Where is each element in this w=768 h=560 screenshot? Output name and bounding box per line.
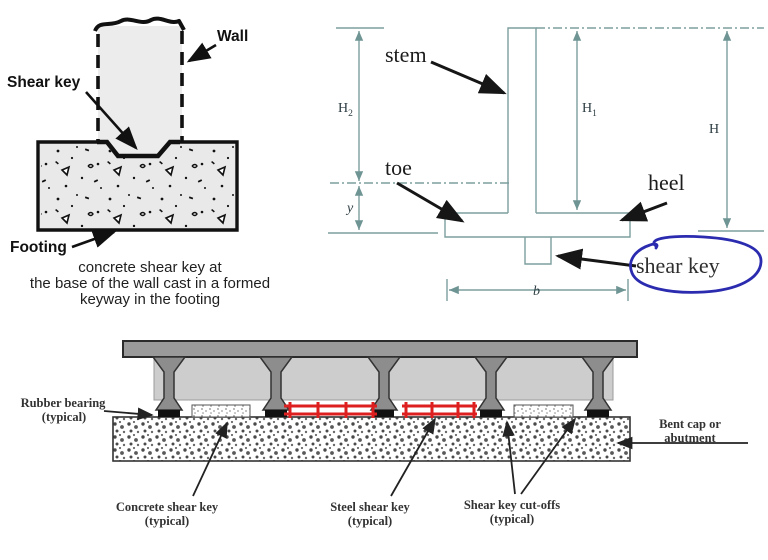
retaining-wall-diagram: H2 H1 H y b stem toe heel shear key: [328, 27, 764, 301]
shear-key-label: Shear key: [7, 74, 81, 91]
bearing-pad-3: [372, 410, 394, 417]
retaining-wall-linework: [328, 27, 764, 301]
shear-key-highlight-circle: [629, 235, 763, 294]
bent-cap-label-2: abutment: [664, 431, 716, 445]
girder-5: [580, 356, 616, 411]
steel-shear-key-label: Steel shear key: [330, 500, 410, 514]
girder-4: [473, 356, 509, 411]
shear-key-notch: [97, 139, 180, 159]
bent-cap: [112, 416, 631, 462]
footing-arrow: [71, 230, 117, 249]
heel-label: heel: [648, 170, 685, 195]
caption: concrete shear key at the base of the wa…: [2, 260, 298, 308]
girders: [151, 356, 616, 411]
footing-label: Footing: [10, 239, 67, 256]
concrete-shear-key-block-1: [191, 404, 251, 418]
shear-key-arrow: [555, 248, 637, 270]
steel-shear-key-ladder: [284, 402, 477, 418]
bent-cap-label: Bent cap or: [659, 417, 721, 431]
concrete-shear-key-arrow: [192, 421, 228, 497]
bridge-bearing-diagram: Rubber bearing (typical) Bent cap or abu…: [21, 340, 748, 528]
bearing-pad-1: [158, 410, 180, 417]
rubber-bearing-pads: [158, 410, 609, 417]
footing-slab-shape: [444, 212, 631, 238]
bridge-labels: Rubber bearing (typical) Bent cap or abu…: [21, 396, 722, 528]
shear-key-label: shear key: [636, 253, 720, 278]
h-dimension-label: H: [709, 122, 719, 137]
concrete-shear-key-block-2: [513, 404, 574, 418]
shear-key-cutoff-arrow-1: [502, 420, 516, 495]
toe-arrow: [396, 181, 465, 223]
steel-shear-key-label-2: (typical): [348, 514, 392, 528]
stem-arrow: [430, 60, 507, 95]
wall-label: Wall: [217, 28, 248, 45]
rubber-bearing-arrow: [103, 407, 154, 421]
concrete-shear-key-label: Concrete shear key: [116, 500, 219, 514]
footing-texture: [41, 145, 234, 227]
shear-key-arrow: [85, 91, 138, 150]
girder-3: [366, 356, 402, 411]
shear-key-shape: [524, 237, 552, 265]
bridge-leader-arrows: [103, 407, 748, 497]
h1-dimension-label: H1: [582, 101, 597, 119]
wall-footing-diagram: Wall Shear key Footing: [7, 16, 248, 256]
shear-key-cutoffs-label: Shear key cut-offs: [464, 498, 560, 512]
bearing-pad-2: [265, 410, 287, 417]
wall-arrow: [186, 42, 217, 63]
h2-dimension-label: H2: [338, 101, 353, 119]
wall-rough-top: [93, 16, 186, 32]
girder-1: [151, 356, 187, 411]
wall-shape: [98, 26, 182, 156]
rubber-bearing-label: Rubber bearing: [21, 396, 107, 410]
stem-label: stem: [385, 42, 427, 67]
bearing-pad-4: [480, 410, 502, 417]
heel-arrow: [619, 201, 668, 222]
stem-shape: [507, 27, 537, 213]
y-dimension-label: y: [345, 201, 354, 216]
bearing-pad-5: [587, 410, 609, 417]
shear-key-cutoff-arrow-2: [520, 417, 577, 495]
caption-line-3: keyway in the footing: [79, 291, 221, 308]
concrete-shear-key-label-2: (typical): [145, 514, 189, 528]
toe-label: toe: [385, 155, 412, 180]
deck-slab: [122, 340, 638, 358]
shear-key-cutoffs-label-2: (typical): [490, 512, 534, 526]
caption-line-1: concrete shear key at: [78, 259, 222, 276]
b-dimension-label: b: [533, 284, 540, 299]
steel-shear-key-arrow: [390, 417, 436, 497]
rubber-bearing-label-2: (typical): [42, 410, 86, 424]
caption-line-2: the base of the wall cast in a formed: [29, 275, 271, 292]
